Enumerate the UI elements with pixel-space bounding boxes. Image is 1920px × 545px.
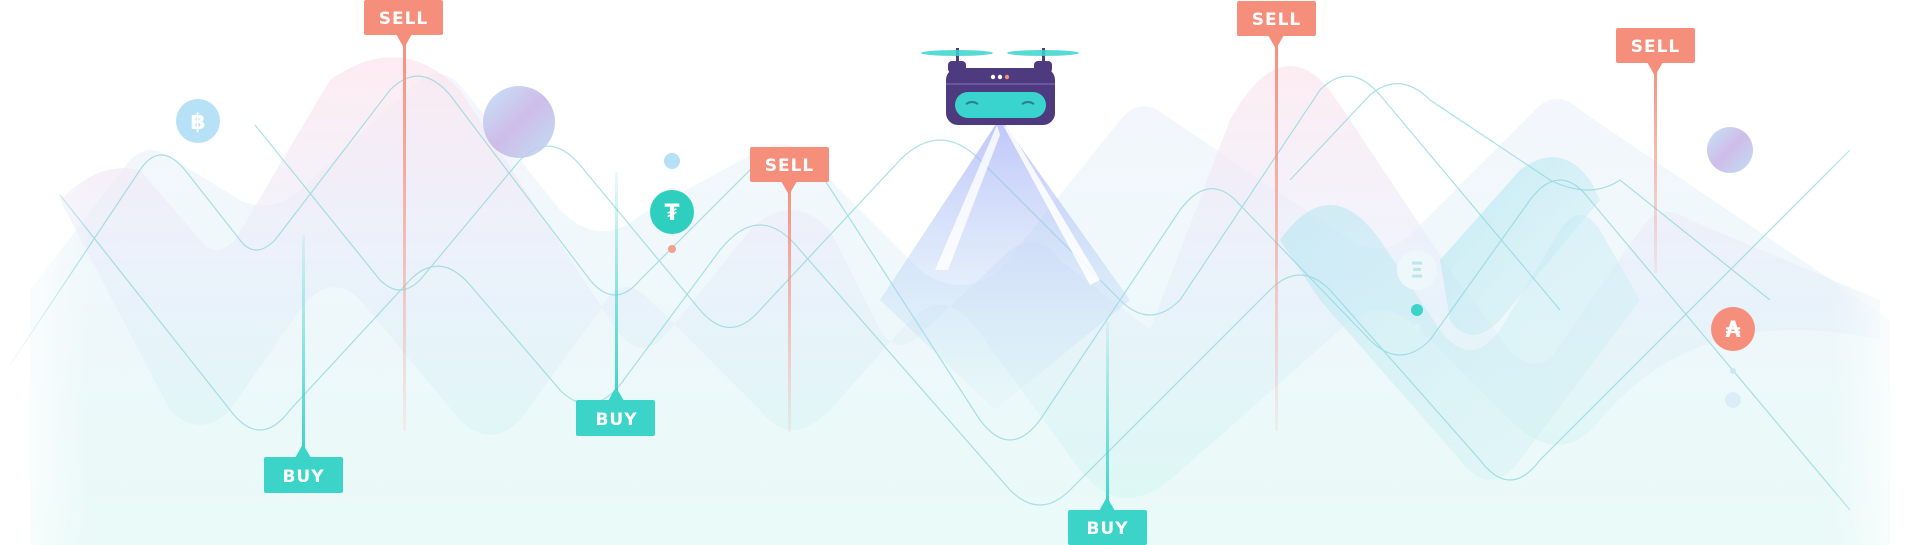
wave-layer-front — [60, 57, 1880, 498]
buy-pointer-1 — [295, 444, 311, 458]
drone-face — [955, 92, 1046, 118]
sell-label-box-4 — [1616, 28, 1695, 63]
sell-label-1: SELL — [379, 9, 429, 29]
buy-label-box-1 — [264, 457, 343, 493]
drone-light-3 — [1004, 74, 1010, 80]
buy-label-box-2 — [576, 400, 655, 436]
coin-tether: ₮ — [650, 190, 694, 234]
sell-line-4 — [1654, 63, 1657, 273]
buy-label-2: BUY — [595, 410, 637, 430]
wave-line-3 — [254, 75, 1561, 329]
aave-icon: ₳ — [1725, 318, 1741, 343]
buy-label-1: BUY — [282, 467, 324, 487]
fade-left — [0, 0, 90, 545]
buy-line-3 — [1106, 322, 1109, 510]
coin-tether-circle — [650, 190, 694, 234]
buy-label-box-3 — [1068, 510, 1147, 545]
dot-orange-1 — [668, 245, 676, 253]
buy-label-3: BUY — [1086, 519, 1128, 539]
drone-body-stripe — [946, 83, 1055, 85]
dot-teal-1 — [1411, 304, 1423, 316]
drone-eye-left — [965, 101, 979, 105]
beam-cone — [880, 118, 1130, 410]
buy-pointer-2 — [608, 387, 624, 401]
coin-ethereum-circle — [1397, 250, 1437, 290]
beam-highlight-left — [935, 125, 1000, 270]
drone-eye-right — [1021, 101, 1035, 105]
wave-line-2 — [59, 149, 1851, 506]
buy-marker-2: BUY — [576, 172, 655, 436]
wave-line-4 — [1289, 83, 1771, 301]
coin-aave-circle — [1711, 307, 1755, 351]
sell-marker-3: SELL — [1237, 1, 1316, 431]
sell-pointer-4 — [1647, 62, 1663, 76]
wave-shape-front — [60, 57, 1880, 498]
buy-marker-1: BUY — [264, 235, 343, 493]
teal-blob-right — [1440, 157, 1600, 335]
sell-marker-4: SELL — [1616, 28, 1695, 273]
dot-blue-1 — [664, 153, 680, 169]
sell-label-box-3 — [1237, 1, 1316, 36]
bitcoin-icon: ฿ — [190, 110, 205, 135]
buy-line-1 — [302, 235, 305, 457]
sell-marker-1: SELL — [364, 0, 443, 431]
sell-label-box-2 — [750, 147, 829, 182]
drone-beam — [880, 118, 1130, 410]
tether-icon: ₮ — [664, 201, 680, 226]
buy-pointer-3 — [1099, 497, 1115, 511]
drone-propeller-right — [1007, 50, 1079, 56]
coin-ethereum: Ξ — [1397, 250, 1437, 290]
drone-propeller-left — [921, 50, 993, 56]
sell-pointer-3 — [1268, 35, 1284, 49]
orb-gradient-right — [1707, 127, 1753, 173]
sell-label-box-1 — [364, 0, 443, 35]
sell-line-2 — [788, 182, 791, 432]
sell-marker-2: SELL — [750, 147, 829, 432]
sell-pointer-1 — [396, 34, 412, 48]
coin-bitcoin: ฿ — [176, 99, 220, 143]
drone-light-1 — [990, 74, 996, 80]
buy-marker-3: BUY — [1068, 322, 1147, 545]
sell-line-1 — [403, 36, 406, 431]
sell-label-3: SELL — [1252, 10, 1302, 30]
sell-label-2: SELL — [765, 156, 815, 176]
sell-pointer-2 — [781, 181, 797, 195]
sell-label-4: SELL — [1631, 37, 1681, 57]
ethereum-icon: Ξ — [1410, 259, 1424, 284]
orb-gradient-left — [483, 86, 555, 158]
drone-light-2 — [997, 74, 1003, 80]
buy-line-2 — [615, 172, 618, 400]
coin-aave: ₳ — [1711, 307, 1755, 351]
teal-blob — [1280, 205, 1640, 480]
dot-blue-3 — [1725, 392, 1741, 408]
dot-blue-2 — [1730, 368, 1736, 374]
fade-right — [1830, 0, 1920, 545]
sell-line-3 — [1275, 36, 1278, 431]
beam-highlight-right — [1003, 125, 1100, 285]
decor-orbs — [483, 86, 1753, 408]
drone-icon — [921, 48, 1079, 125]
coin-bitcoin-circle — [176, 99, 220, 143]
dot-faint-1 — [1414, 324, 1420, 330]
